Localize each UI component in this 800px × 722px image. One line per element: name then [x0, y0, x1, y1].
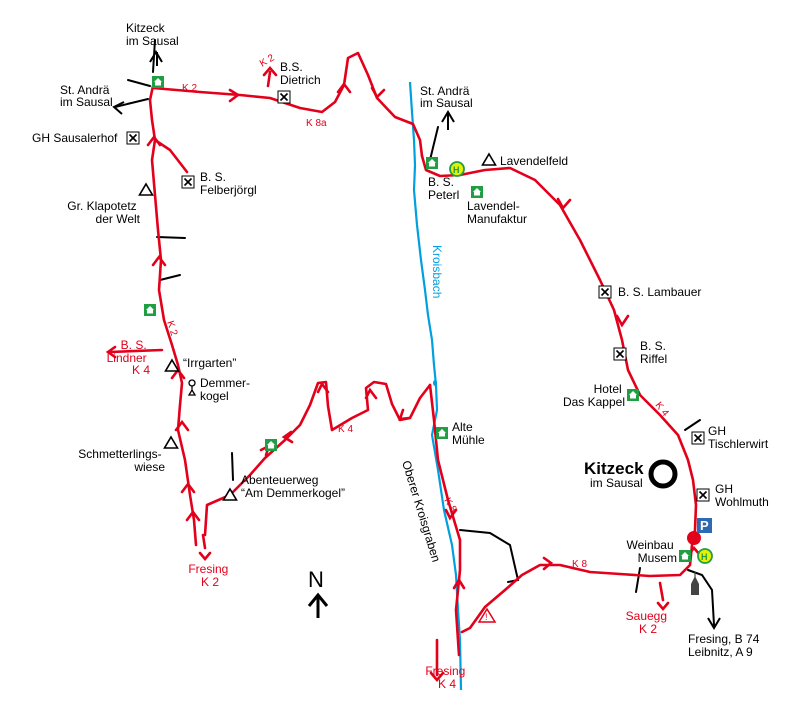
bus-stop-icon: H	[449, 161, 465, 177]
label-bs-felberjoergl: B. S. Felberjörgl	[200, 170, 257, 197]
label-gh-sausalerhof: GH Sausalerhof	[32, 131, 118, 145]
label-bs-lindner: B. S. Lindner K 4	[107, 338, 151, 377]
label-irrgarten: “Irrgarten”	[183, 356, 236, 370]
restaurant-icon	[277, 90, 291, 104]
restaurant-icon	[613, 347, 627, 361]
summit-icon	[163, 436, 179, 449]
label-fresing-k4: Fresing K 4	[425, 664, 468, 691]
svg-text:H: H	[701, 552, 708, 562]
road-label-k2-top: K 2	[182, 83, 197, 94]
hut-icon	[152, 76, 164, 88]
kroisbach-river	[408, 81, 463, 691]
summit-icon	[481, 153, 497, 166]
svg-text:H: H	[453, 165, 460, 175]
restaurant-icon	[126, 131, 140, 145]
label-st-andrae-east: St. Andrä im Sausal	[420, 84, 473, 110]
label-demmerkogel: Demmer- kogel	[200, 376, 253, 403]
hut-icon	[679, 550, 691, 562]
north-arrow: N	[307, 567, 329, 618]
label-alte-muehle: Alte Mühle	[452, 420, 485, 447]
label-oberer-kroisgraben: Oberer Kroisgraben	[399, 459, 443, 564]
label-klapotetz: Gr. Klapotetz der Welt	[67, 199, 140, 226]
road-label-k2-west: K 2	[164, 320, 179, 338]
museum-point-icon	[687, 531, 701, 545]
svg-text:P: P	[700, 518, 709, 533]
road-label-k4-east: K 4	[653, 400, 671, 419]
bus-stop-icon: H	[697, 548, 713, 564]
hut-icon	[265, 439, 277, 451]
church-icon	[691, 572, 699, 595]
label-lavendelfeld: Lavendelfeld	[500, 154, 568, 168]
label-kitzeck-center: Kitzeck	[584, 459, 644, 478]
label-bs-peterl: B. S. Peterl	[428, 175, 459, 202]
label-kroisbach: Kroisbach	[430, 245, 444, 298]
label-bs-dietrich: B.S. Dietrich	[280, 60, 321, 87]
label-bs-riffel: B. S. Riffel	[640, 339, 669, 366]
label-fresing-b74: Fresing, B 74 Leibnitz, A 9	[688, 632, 763, 659]
hut-icon	[436, 427, 448, 439]
label-kitzeck-top: Kitzeck im Sausal	[126, 21, 179, 48]
direction-arrows	[112, 50, 721, 630]
label-fresing-k2: Fresing K 2	[188, 562, 231, 589]
label-abenteuerweg: Abenteuerweg “Am Demmerkogel”	[241, 473, 345, 500]
road-label-k8-mid: K 8	[572, 559, 587, 570]
hut-icon	[627, 389, 639, 401]
parking-icon: P	[697, 518, 712, 533]
road-label-k2-dietrich: K 2	[258, 52, 277, 69]
summit-icon	[138, 183, 154, 196]
lookout-tower-icon	[187, 379, 197, 396]
label-gh-tischlerwirt: GH Tischlerwirt	[708, 424, 769, 451]
hut-icon	[426, 157, 438, 169]
hut-icon	[471, 186, 483, 198]
label-gh-wohlmuth: GH Wohlmuth	[715, 482, 769, 509]
svg-text:!: !	[485, 612, 488, 622]
road-label-k4-west: K 4	[338, 424, 353, 435]
hut-icon	[144, 304, 156, 316]
label-weinbau-museum: Weinbau Musem	[627, 538, 678, 565]
svg-text:N: N	[308, 567, 324, 592]
label-kitzeck-center-sub: im Sausal	[590, 476, 643, 490]
label-bs-lambauer: B. S. Lambauer	[618, 285, 701, 299]
restaurant-icon	[696, 488, 710, 502]
warning-icon: !	[477, 607, 497, 623]
restaurant-icon	[181, 175, 195, 189]
road-label-k8a: K 8a	[306, 118, 327, 129]
label-st-andrae-west: St. Andrä im Sausal	[60, 83, 113, 109]
restaurant-icon	[691, 431, 705, 445]
label-lavendel-manufaktur: Lavendel- Manufaktur	[467, 199, 527, 226]
label-hotel-kappel: Hotel Das Kappel	[563, 382, 625, 409]
label-sauegg-k2: Sauegg K 2	[626, 609, 671, 636]
kitzeck-center-icon	[648, 459, 678, 489]
restaurant-icon	[598, 285, 612, 299]
label-schmetterlingswiese: Schmetterlings- wiese	[78, 447, 165, 474]
route-arrows	[105, 66, 702, 682]
